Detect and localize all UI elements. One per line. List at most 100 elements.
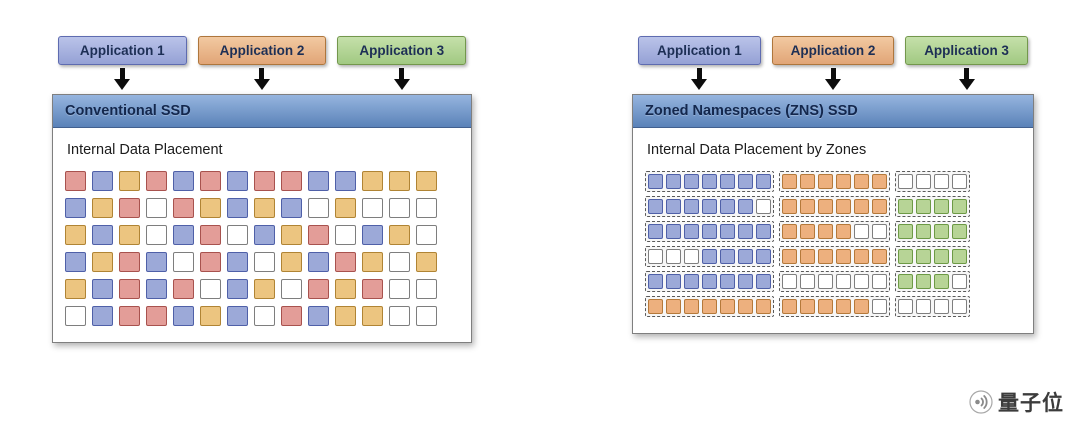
data-block — [92, 252, 113, 272]
data-block — [818, 224, 833, 239]
data-block — [648, 274, 663, 289]
data-block — [281, 252, 302, 272]
data-block — [308, 225, 329, 245]
data-block — [416, 225, 437, 245]
zone — [779, 246, 890, 267]
data-block — [281, 171, 302, 191]
data-block — [952, 299, 967, 314]
grid-row — [65, 252, 459, 272]
data-block — [756, 274, 771, 289]
data-block — [308, 252, 329, 272]
zns-subtitle: Internal Data Placement by Zones — [647, 142, 867, 158]
data-block — [702, 274, 717, 289]
data-block — [952, 274, 967, 289]
data-block — [92, 279, 113, 299]
data-block — [308, 279, 329, 299]
data-block — [916, 199, 931, 214]
data-block — [952, 174, 967, 189]
data-block — [362, 225, 383, 245]
data-block — [872, 224, 887, 239]
data-block — [738, 249, 753, 264]
data-block — [227, 225, 248, 245]
data-block — [782, 199, 797, 214]
data-block — [684, 224, 699, 239]
data-block — [648, 249, 663, 264]
application-3-box: Application 3 — [337, 36, 466, 65]
data-block — [173, 171, 194, 191]
data-block — [648, 199, 663, 214]
data-block — [281, 306, 302, 326]
application-1-box: Application 1 — [58, 36, 187, 65]
data-block — [854, 199, 869, 214]
data-block — [898, 249, 913, 264]
zone-row — [645, 296, 1021, 317]
down-arrow-icon — [114, 68, 131, 90]
data-block — [720, 224, 735, 239]
data-block — [818, 174, 833, 189]
app-col: Application 1 — [58, 36, 187, 90]
zone — [895, 196, 970, 217]
zone — [779, 221, 890, 242]
data-block — [756, 224, 771, 239]
data-block — [146, 198, 167, 218]
data-block — [720, 299, 735, 314]
zone — [645, 296, 774, 317]
app-col: Application 3 — [905, 36, 1028, 90]
data-block — [65, 306, 86, 326]
data-block — [227, 171, 248, 191]
conventional-ssd-panel: Application 1 Application 2 Application … — [52, 36, 472, 343]
zone — [779, 196, 890, 217]
data-block — [416, 306, 437, 326]
zone — [895, 171, 970, 192]
data-block — [800, 249, 815, 264]
zone-row — [645, 171, 1021, 192]
zone — [645, 171, 774, 192]
down-arrow-icon — [393, 68, 410, 90]
data-block — [173, 306, 194, 326]
data-block — [684, 274, 699, 289]
data-block — [65, 252, 86, 272]
data-block — [702, 249, 717, 264]
data-block — [146, 171, 167, 191]
data-block — [756, 174, 771, 189]
data-block — [335, 198, 356, 218]
application-3-box: Application 3 — [905, 36, 1028, 65]
zone — [645, 271, 774, 292]
data-block — [934, 274, 949, 289]
data-block — [648, 174, 663, 189]
data-block — [227, 198, 248, 218]
data-block — [335, 252, 356, 272]
data-block — [684, 249, 699, 264]
zone — [779, 296, 890, 317]
data-block — [200, 198, 221, 218]
data-block — [818, 299, 833, 314]
data-block — [800, 274, 815, 289]
data-block — [389, 171, 410, 191]
data-block — [854, 299, 869, 314]
data-block — [782, 299, 797, 314]
data-block — [738, 174, 753, 189]
application-2-box: Application 2 — [771, 36, 895, 65]
data-block — [146, 306, 167, 326]
app-col: Application 2 — [197, 36, 327, 90]
data-block — [227, 279, 248, 299]
zone — [645, 246, 774, 267]
data-block — [952, 224, 967, 239]
data-block — [200, 225, 221, 245]
data-block — [872, 199, 887, 214]
down-arrow-icon — [253, 68, 270, 90]
data-block — [666, 249, 681, 264]
data-block — [872, 249, 887, 264]
app-col: Application 1 — [638, 36, 761, 90]
app-col: Application 2 — [771, 36, 895, 90]
data-block — [872, 174, 887, 189]
conventional-grid — [65, 171, 459, 326]
zns-ssd-panel: Application 1 Application 2 Application … — [632, 36, 1034, 334]
data-block — [119, 252, 140, 272]
zone — [779, 271, 890, 292]
data-block — [281, 198, 302, 218]
data-block — [200, 306, 221, 326]
data-block — [65, 225, 86, 245]
data-block — [872, 299, 887, 314]
